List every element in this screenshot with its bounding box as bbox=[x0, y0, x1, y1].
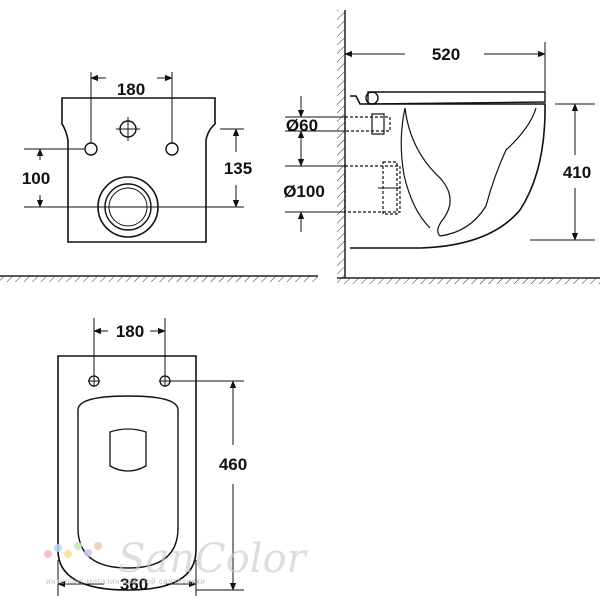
front-bowl-outline bbox=[61, 97, 216, 243]
side-inlet-pipe bbox=[344, 116, 391, 132]
side-bowl-inner bbox=[404, 107, 537, 237]
side-outlet-pipe bbox=[344, 165, 401, 213]
front-floor-hatch bbox=[0, 276, 318, 282]
front-dim-100: 100 bbox=[22, 169, 50, 188]
top-dim-460: 460 bbox=[219, 455, 247, 474]
top-bowl-opening bbox=[109, 428, 147, 472]
front-view: 180 100 135 bbox=[0, 72, 318, 282]
side-seat bbox=[367, 91, 546, 105]
side-view: Ø60 Ø100 520 410 bbox=[283, 10, 600, 284]
top-seat-ring bbox=[77, 395, 179, 569]
side-dim-pipe-60: Ø60 bbox=[286, 116, 318, 135]
top-dim-180: 180 bbox=[116, 322, 144, 341]
top-dim-360: 360 bbox=[120, 575, 148, 594]
side-bowl-outline bbox=[350, 95, 546, 249]
side-dim-pipe-100: Ø100 bbox=[283, 182, 325, 201]
front-dim-135: 135 bbox=[224, 159, 252, 178]
side-dim-410: 410 bbox=[563, 163, 591, 182]
watermark-tagline: интернет-магазин цветной сантехники bbox=[46, 577, 205, 586]
top-view: 180 460 360 bbox=[57, 318, 247, 596]
front-mount-hole-left bbox=[84, 142, 98, 156]
front-dim-180: 180 bbox=[117, 80, 145, 99]
side-wall-hatch bbox=[337, 10, 345, 278]
watermark-brand: SanColor bbox=[118, 536, 309, 582]
watermark: SanColor интернет-магазин цветной сантех… bbox=[44, 536, 309, 586]
front-mount-hole-right bbox=[165, 142, 179, 156]
top-bowl-outline bbox=[57, 355, 197, 591]
side-dim-520: 520 bbox=[432, 45, 460, 64]
